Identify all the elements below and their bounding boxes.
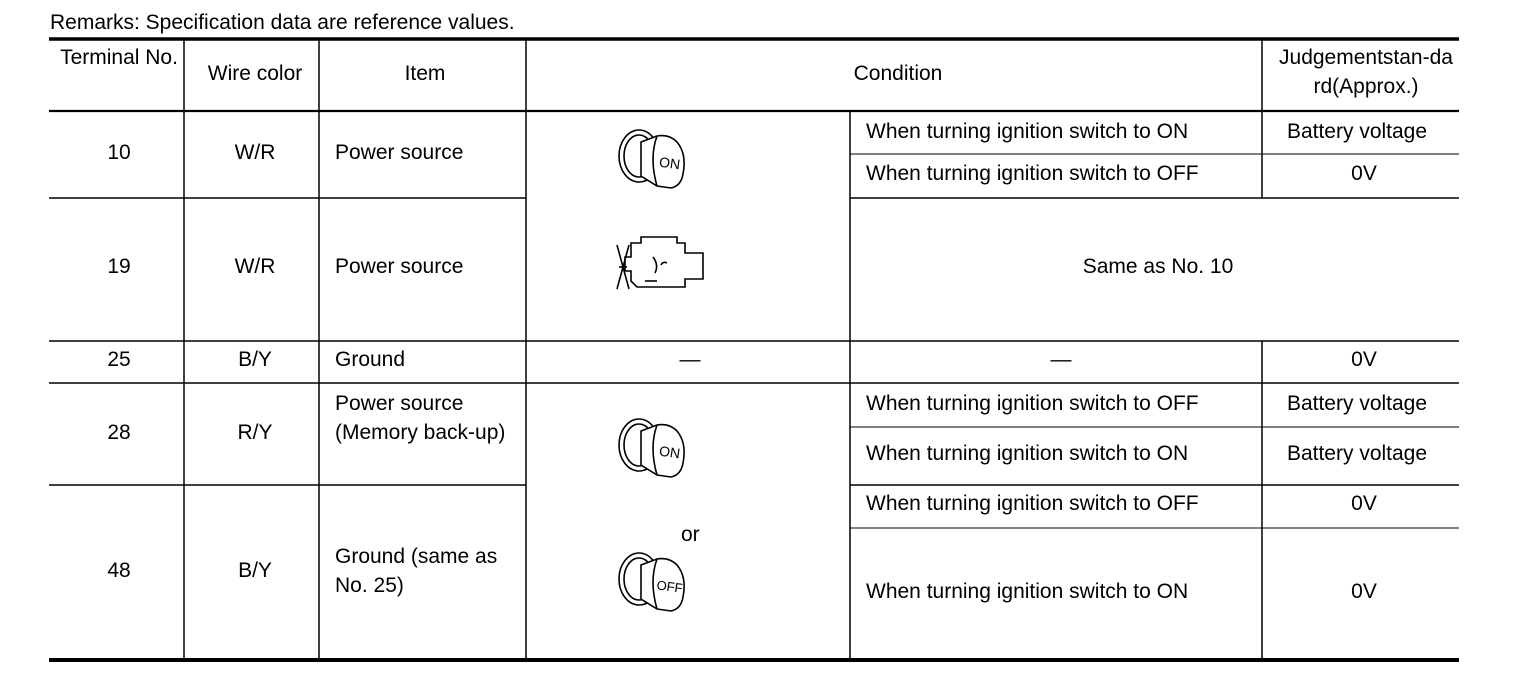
- ignition-key-on-icon: ON: [618, 129, 685, 189]
- svg-text:OFF: OFF: [656, 577, 684, 595]
- judgement-cell: 0V: [1351, 162, 1377, 185]
- condition-cell: When turning ignition switch to ON: [866, 120, 1189, 143]
- terminal-cell: 25: [107, 348, 131, 371]
- terminal-cell: 48: [107, 559, 131, 582]
- same-as-note: Same as No. 10: [1082, 255, 1234, 278]
- table-grid: [49, 37, 1459, 662]
- judgement-cell: 0V: [1351, 492, 1377, 515]
- terminal-cell: 10: [107, 141, 131, 164]
- judgement-cell: Battery voltage: [1286, 442, 1428, 465]
- terminal-cell: 28: [107, 421, 131, 444]
- header-wire-color: Wire color: [207, 62, 303, 85]
- judgement-cell: Battery voltage: [1286, 392, 1428, 415]
- item-cell: Power source: [335, 255, 464, 278]
- condition-cell: When turning ignition switch to ON: [866, 580, 1189, 603]
- remarks-text: Remarks: Specification data are referenc…: [50, 11, 515, 34]
- judgement-cell: Battery voltage: [1286, 120, 1428, 143]
- item-cell: Power source (Memory back-up): [335, 392, 506, 444]
- header-terminal-no: Terminal No.: [60, 46, 178, 69]
- ignition-key-on-icon: ON: [618, 418, 685, 478]
- condition-cell: —: [1050, 348, 1072, 371]
- judgement-cell: 0V: [1351, 580, 1377, 603]
- item-cell: Ground: [335, 348, 406, 371]
- ignition-key-off-icon: OFF: [618, 552, 685, 612]
- condition-cell: When turning ignition switch to ON: [866, 442, 1189, 465]
- terminal-cell: 19: [107, 255, 131, 278]
- header-condition: Condition: [853, 62, 943, 85]
- item-cell: Ground (same as No. 25): [335, 545, 498, 597]
- terminal-spec-table: Terminal No. Wire color Item Condition J…: [49, 37, 1459, 663]
- condition-cell: When turning ignition switch to OFF: [866, 492, 1199, 515]
- wire-color-cell: W/R: [234, 255, 276, 278]
- judgement-cell: 0V: [1351, 348, 1377, 371]
- wire-color-cell: W/R: [234, 141, 276, 164]
- item-cell: Power source: [335, 141, 464, 164]
- or-label: or: [681, 523, 700, 546]
- wire-color-cell: R/Y: [237, 421, 273, 444]
- condition-icon-dash: —: [679, 348, 701, 371]
- engine-stopped-icon: [616, 236, 704, 290]
- wire-color-cell: B/Y: [238, 348, 272, 371]
- condition-cell: When turning ignition switch to OFF: [866, 392, 1199, 415]
- header-item: Item: [404, 62, 446, 85]
- header-judgement: Judgementstan-dard(Approx.): [1279, 46, 1453, 98]
- svg-text:ON: ON: [658, 443, 681, 462]
- svg-text:ON: ON: [658, 154, 681, 173]
- wire-color-cell: B/Y: [238, 559, 272, 582]
- condition-cell: When turning ignition switch to OFF: [866, 162, 1199, 185]
